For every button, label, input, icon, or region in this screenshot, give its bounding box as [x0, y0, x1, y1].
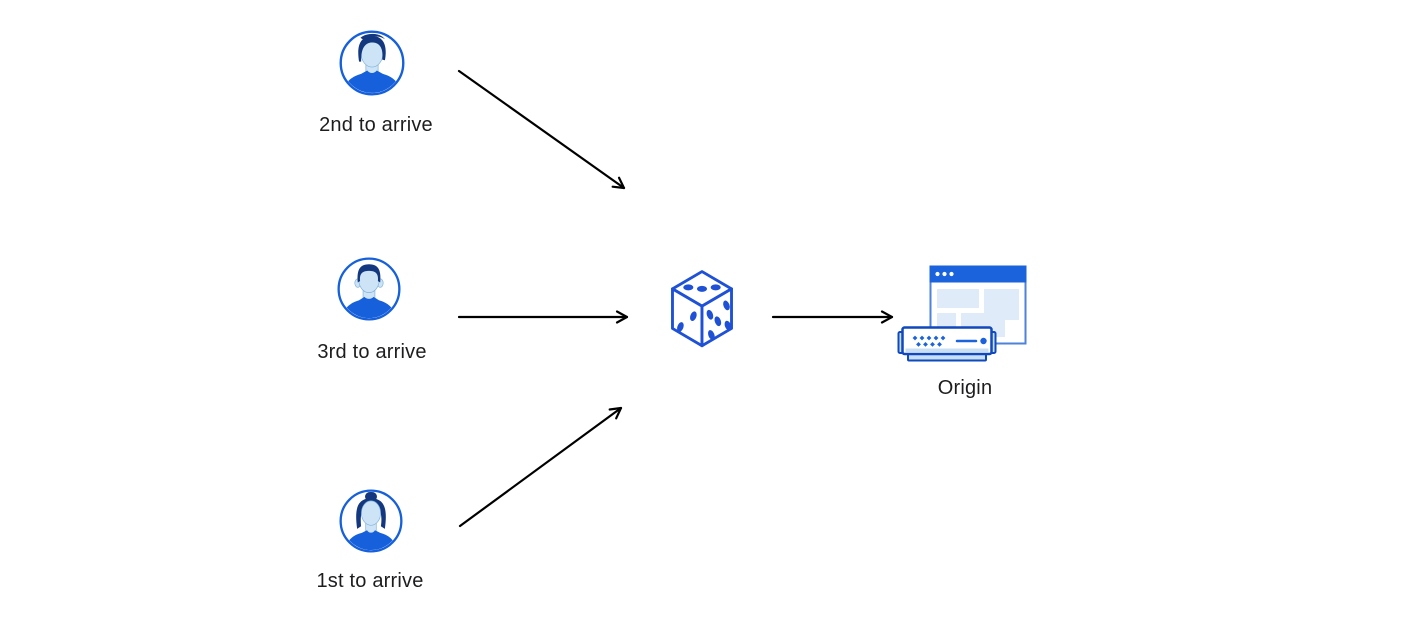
arrow-first-to-dice	[458, 406, 623, 528]
dice-icon	[671, 270, 733, 348]
browser-dots-icon	[935, 271, 954, 277]
user-avatar-icon	[339, 489, 403, 553]
server-led-icon	[980, 337, 987, 345]
user-avatar-icon	[337, 257, 401, 321]
origin-server-icon	[897, 265, 1027, 362]
server-vents	[912, 335, 946, 347]
visitor-third-label: 3rd to arrive	[317, 341, 427, 363]
visitor-second-label: 2nd to arrive	[319, 114, 433, 136]
visitor-first-label: 1st to arrive	[316, 570, 424, 592]
user-avatar-icon	[339, 30, 405, 96]
origin-label: Origin	[937, 377, 993, 399]
server-box	[897, 326, 997, 362]
arrow-second-to-dice	[457, 69, 626, 190]
browser-titlebar	[929, 265, 1027, 283]
